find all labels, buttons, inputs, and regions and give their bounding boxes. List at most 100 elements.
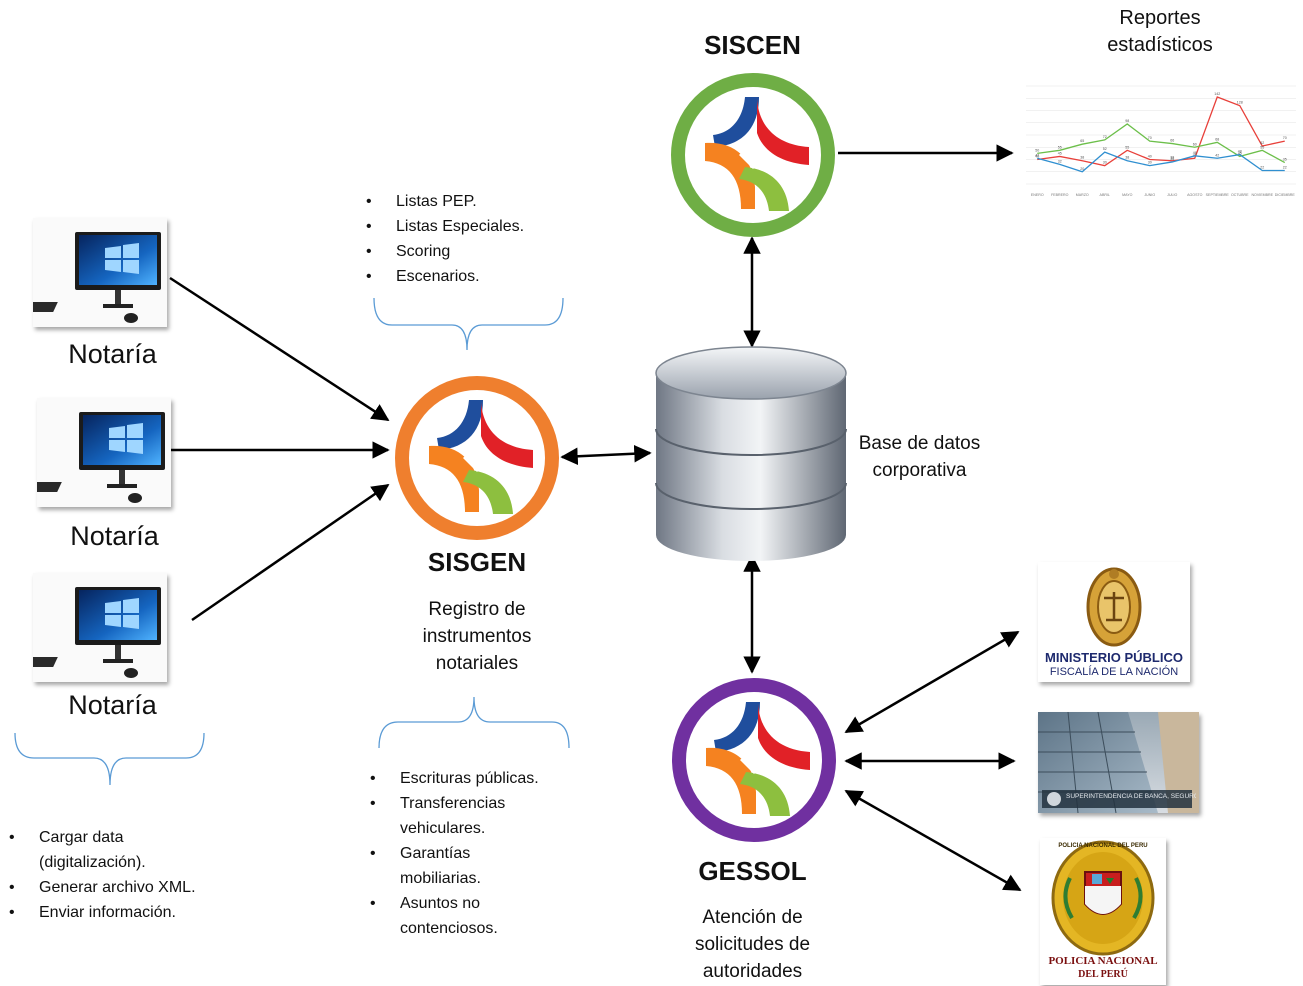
chart-data-label: 50: [1035, 148, 1039, 152]
sisgen-features-top: Listas PEP. Listas Especiales. Scoring E…: [362, 189, 582, 289]
reports-label: Reportes estadísticos: [1107, 7, 1213, 56]
database-icon: [655, 346, 847, 561]
notaria-label-3: Notaría: [68, 690, 157, 720]
notaria-task-item: Enviar información.: [5, 900, 215, 925]
sisgen-features-bottom: Escrituras públicas. Transferencias vehi…: [366, 766, 581, 941]
chart-data-label: 60: [1193, 142, 1197, 146]
arrow-notaria1-sisgen: [169, 276, 390, 422]
notaria-computer-1: [33, 218, 167, 327]
sisgen-logo: [395, 376, 559, 540]
siscen-emblem-icon: [705, 97, 809, 211]
chart-data-label: 128: [1237, 101, 1243, 105]
chart-data-label: 22: [1283, 166, 1287, 170]
chart-category-label: MARZO: [1076, 193, 1089, 197]
chart-category-label: AGOSTO: [1187, 193, 1203, 197]
notaria-task-item: Generar archivo XML.: [5, 875, 215, 900]
notaria-computer-2: [37, 398, 171, 507]
sisgen-instrument-item: Transferencias vehiculares.: [366, 791, 540, 841]
sisgen-description: Registro de instrumentos notariales: [422, 599, 532, 674]
gessol-emblem-icon: [706, 702, 810, 816]
ministerio-subtitle: FISCALÍA DE LA NACIÓN: [1049, 666, 1179, 678]
chart-category-label: MAYO: [1122, 193, 1133, 197]
chart-data-label: 68: [1215, 137, 1219, 141]
brace-sisgen-top: [373, 297, 564, 351]
arrow-gessol-ministerio: [844, 630, 1020, 734]
chart-data-label: 45: [1238, 151, 1242, 155]
chart-data-label: 35: [1283, 158, 1287, 162]
siscen-title: SISCEN: [704, 30, 801, 60]
sbs-sign: SUPERINTENDENCIA DE BANCA, SEGUROS Y AFP: [1066, 793, 1196, 800]
chart-data-label: 46: [1193, 151, 1197, 155]
notaria-label-1: Notaría: [68, 339, 157, 369]
brace-notarias: [14, 732, 205, 786]
chart-series-line: [1037, 123, 1286, 164]
chart-category-label: NOVIEMBRE: [1251, 193, 1273, 197]
chart-series-line: [1037, 151, 1285, 173]
chart-data-label: 55: [1058, 145, 1062, 149]
chart-data-label: 42: [1215, 153, 1219, 157]
gessol-logo: [672, 678, 836, 842]
chart-data-label: 38: [1125, 156, 1129, 160]
chart-category-label: DICIEMBRE: [1275, 193, 1296, 197]
sisgen-feature-item: Scoring: [362, 239, 582, 264]
arrow-notaria3-sisgen: [191, 483, 390, 622]
chart-data-label: 66: [1170, 139, 1174, 143]
gessol-title: GESSOL: [698, 856, 807, 886]
chart-data-label: 40: [1148, 155, 1152, 159]
arrow-sisgen-db: [560, 444, 652, 466]
chart-data-label: 52: [1103, 147, 1107, 151]
sbs-building-photo: SUPERINTENDENCIA DE BANCA, SEGUROS Y AFP: [1038, 712, 1199, 813]
chart-data-label: 42: [1035, 153, 1039, 157]
sisgen-feature-item: Escenarios.: [362, 264, 582, 289]
sisgen-emblem-icon: [429, 400, 533, 514]
chart-category-label: ABRIL: [1100, 193, 1110, 197]
chart-data-label: 55: [1125, 145, 1129, 149]
sisgen-title: SISGEN: [427, 547, 527, 577]
gessol-description: Atención de solicitudes de autoridades: [694, 907, 811, 982]
notaria-computer-3: [33, 573, 167, 682]
chart-data-label: 38: [1170, 156, 1174, 160]
notaria-label-2: Notaría: [70, 521, 159, 551]
policia-line2: DEL PERÚ: [1078, 969, 1128, 980]
chart-data-label: 98: [1125, 119, 1129, 123]
chart-data-label: 32: [1058, 159, 1062, 163]
sisgen-instrument-item: Escrituras públicas.: [366, 766, 581, 791]
chart-data-label: 70: [1148, 136, 1152, 140]
chart-data-label: 62: [1260, 141, 1264, 145]
chart-category-label: SEPTIEMBRE: [1206, 193, 1230, 197]
sisgen-instrument-item: Asuntos no contenciosos.: [366, 891, 530, 941]
chart-series-line: [1037, 96, 1285, 167]
sisgen-feature-item: Listas PEP.: [362, 189, 582, 214]
chart-category-label: JULIO: [1167, 193, 1177, 197]
chart-category-label: JUNIO: [1144, 193, 1155, 197]
chart-category-label: ENERO: [1031, 193, 1044, 197]
brace-sisgen-bottom: [378, 696, 570, 749]
chart-data-label: 30: [1103, 161, 1107, 165]
sisgen-instrument-item: Garantías mobiliarias.: [366, 841, 520, 891]
policia-top-ring-text: POLICIA NACIONAL DEL PERU: [1058, 843, 1148, 849]
chart-category-label: FEBRERO: [1051, 193, 1069, 197]
chart-data-label: 72: [1103, 135, 1107, 139]
database-label: Base de datos corporativa: [858, 433, 981, 481]
chart-data-label: 40: [1035, 155, 1039, 159]
chart-data-label: 65: [1080, 139, 1084, 143]
arrow-gessol-policia: [844, 789, 1022, 892]
chart-data-label: 142: [1214, 92, 1220, 96]
sisgen-feature-item: Listas Especiales.: [362, 214, 582, 239]
chart-data-label: 20: [1080, 167, 1084, 171]
chart-data-label: 36: [1170, 157, 1174, 161]
notaria-tasks-list: Cargar data (digitalización). Generar ar…: [5, 825, 215, 925]
policia-line1: POLICIA NACIONAL: [1048, 955, 1158, 967]
chart-data-label: 38: [1080, 156, 1084, 160]
siscen-logo: [671, 73, 835, 237]
notaria-task-item: Cargar data (digitalización).: [5, 825, 215, 875]
chart-data-label: 30: [1148, 161, 1152, 165]
reports-line-chart: ENERO FEBRERO MARZO ABRIL MAYO JUNIO JULIO AGOS…: [1026, 85, 1296, 197]
chart-data-label: 48: [1238, 150, 1242, 154]
chart-category-label: OCTUBRE: [1231, 193, 1249, 197]
chart-data-label: 45: [1058, 151, 1062, 155]
chart-data-label: 70: [1283, 136, 1287, 140]
chart-data-label: 22: [1260, 166, 1264, 170]
ministerio-title: MINISTERIO PÚBLICO: [1045, 650, 1183, 665]
